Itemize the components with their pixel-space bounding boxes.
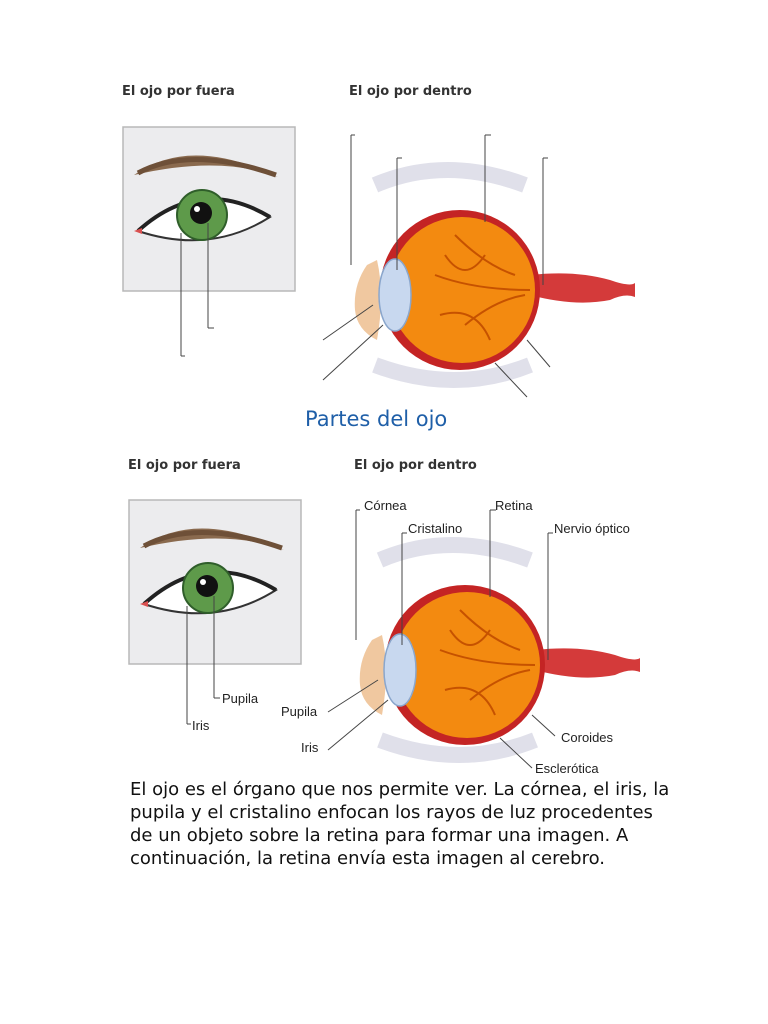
cornea-shape (354, 260, 381, 340)
label-coroides: Coroides (561, 730, 614, 745)
outside-label-pupila: Pupila (222, 691, 259, 706)
top-heading-outside: El ojo por fuera (122, 84, 235, 99)
bottom-external-eye-illustration (128, 499, 302, 725)
bottom-heading-outside: El ojo por fuera (128, 458, 241, 473)
top-heading-inside: El ojo por dentro (349, 84, 472, 99)
retina-shape (389, 217, 535, 363)
pupil-shape (196, 575, 218, 597)
label-cornea: Córnea (364, 498, 407, 513)
label-cristalino: Cristalino (408, 521, 463, 536)
label-iris-inside: Iris (301, 740, 319, 755)
label-nervio-optico: Nervio óptico (554, 521, 630, 536)
label-retina: Retina (495, 498, 533, 513)
top-internal-eye-illustration (322, 134, 635, 398)
description-paragraph: El ojo es el órgano que nos permite ver.… (130, 779, 670, 869)
lens-shape (378, 258, 412, 332)
bottom-heading-inside: El ojo por dentro (354, 458, 477, 473)
top-external-eye-illustration (122, 126, 296, 357)
label-pupila-inside: Pupila (281, 704, 318, 719)
outside-label-iris: Iris (192, 718, 210, 733)
page-title: Partes del ojo (305, 407, 448, 431)
optic-nerve-shape (530, 273, 635, 303)
pupil-shape (190, 202, 212, 224)
bottom-internal-eye-illustration (327, 509, 640, 769)
label-esclerotica: Esclerótica (535, 761, 599, 776)
